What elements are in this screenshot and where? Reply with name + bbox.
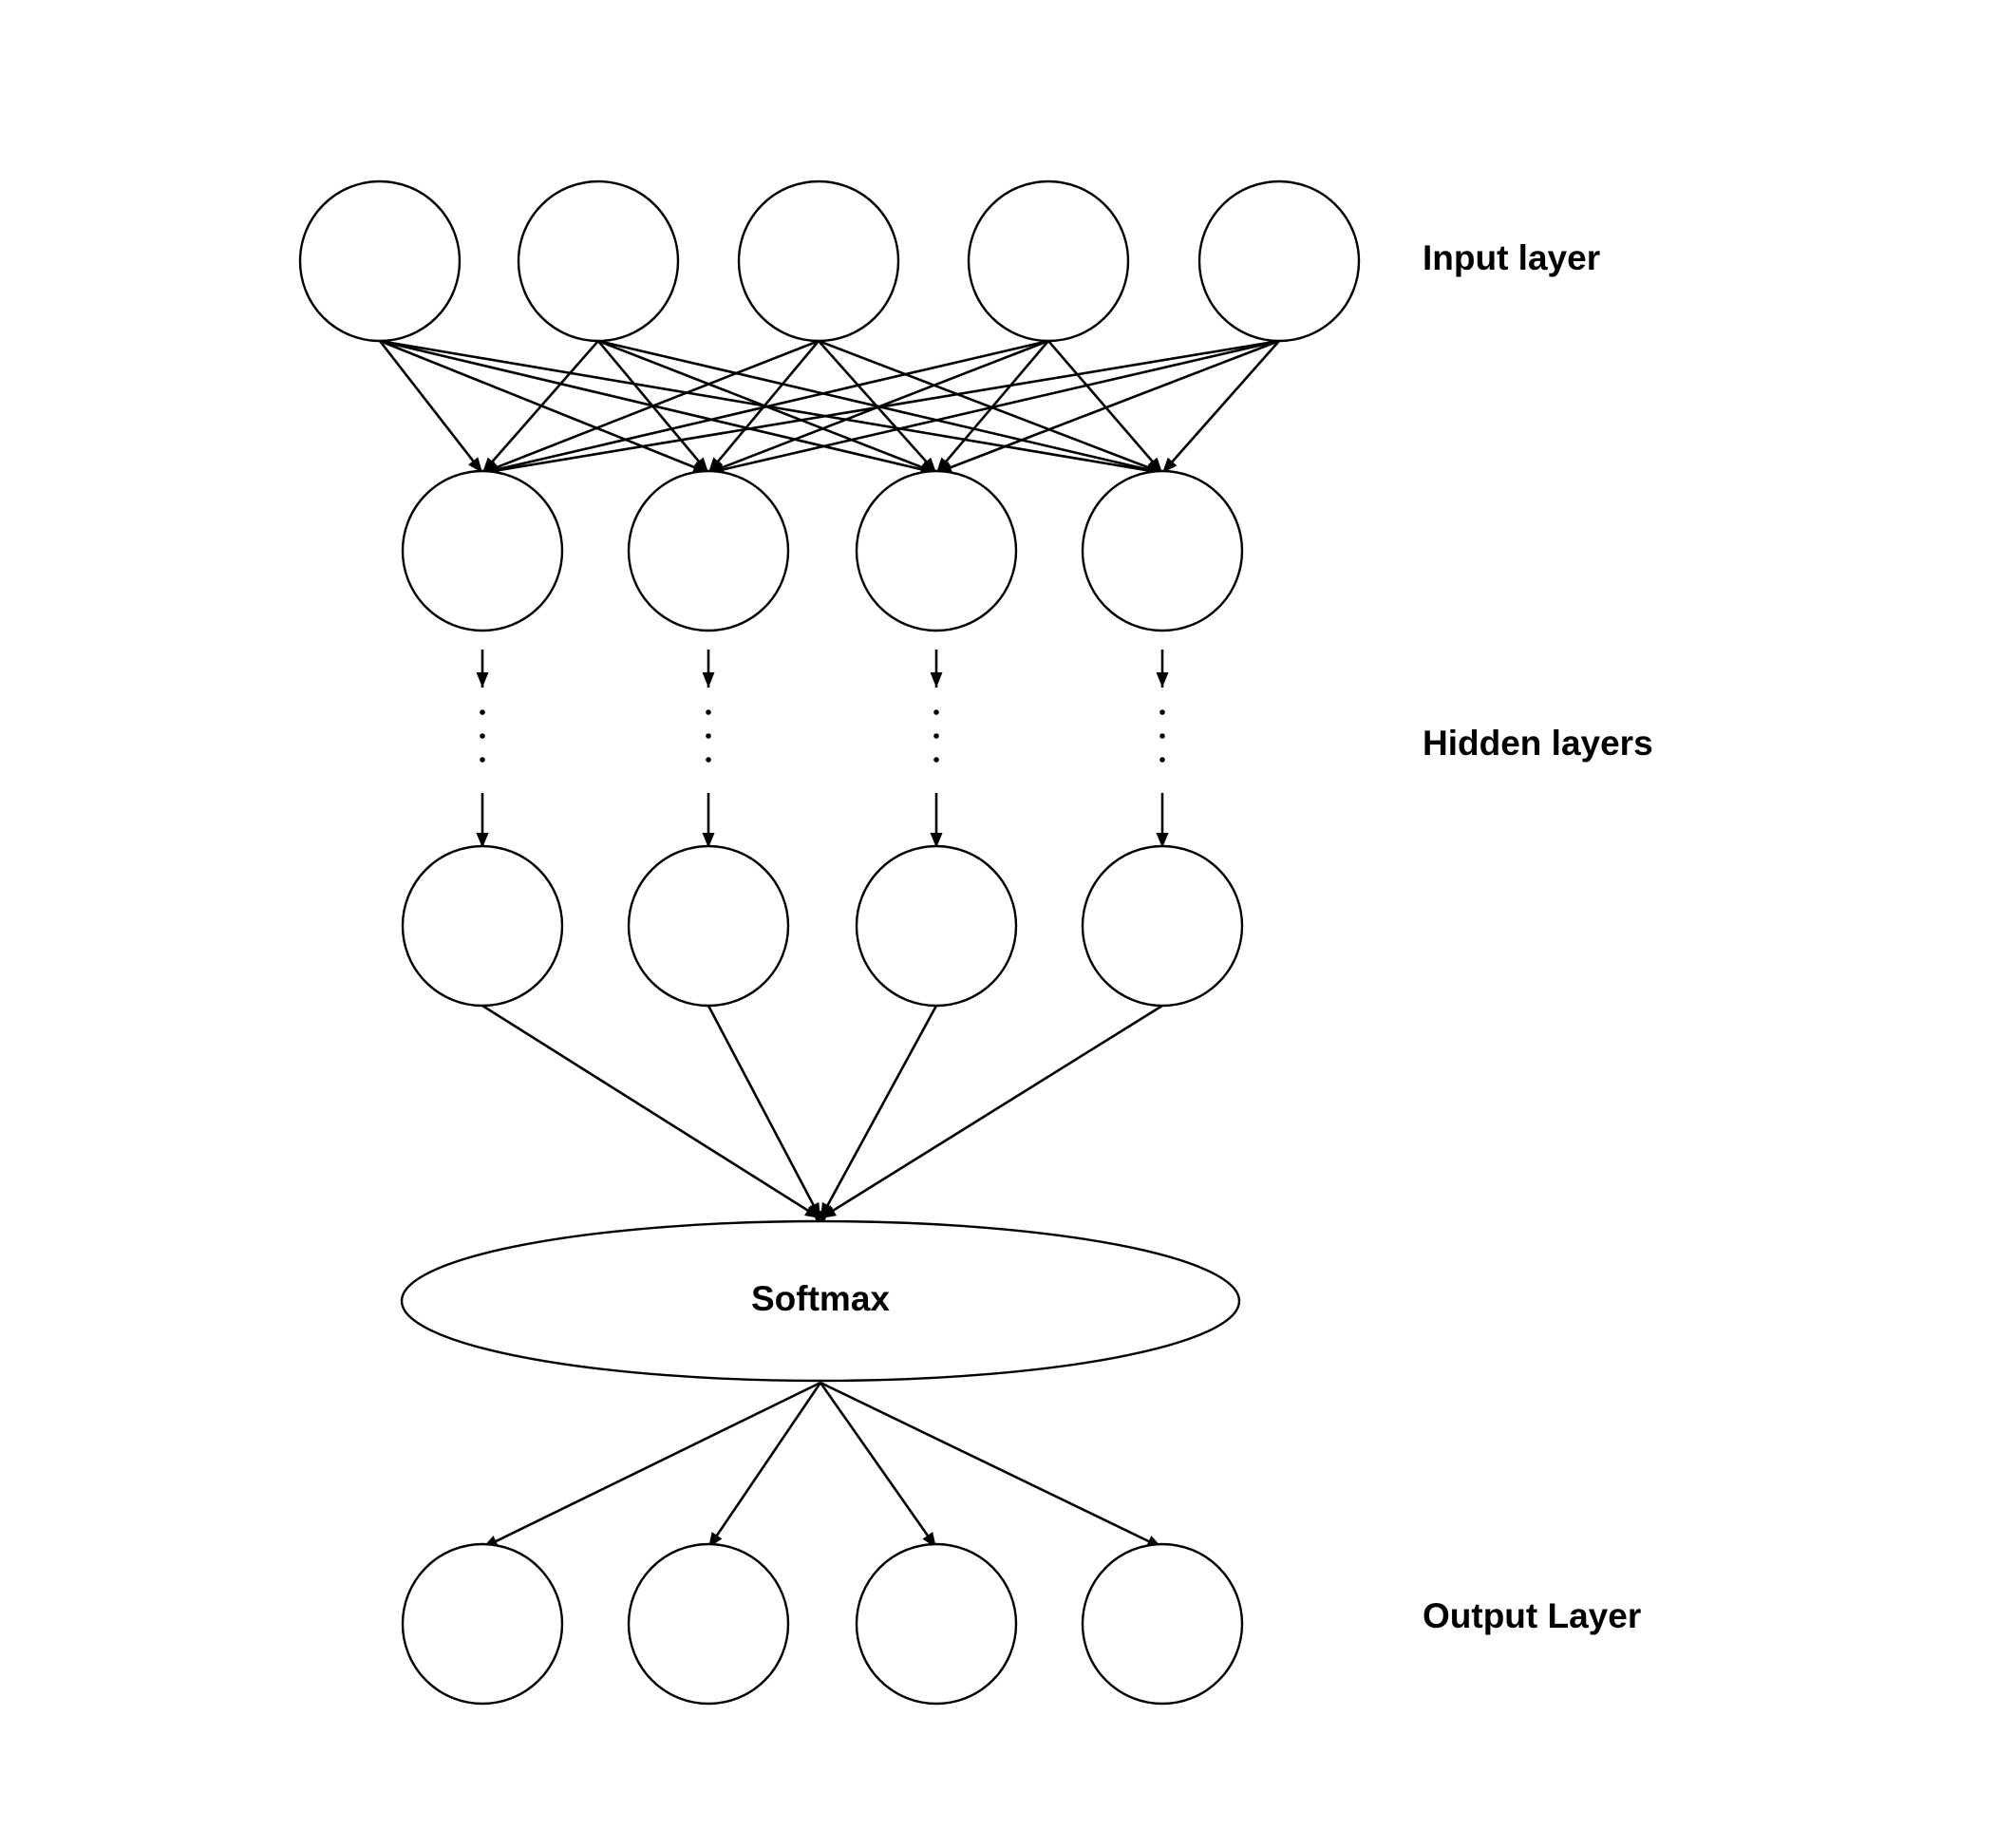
input-node-1 [298, 179, 462, 343]
ellipsis-dot-4-1 [1159, 709, 1165, 715]
edge-softmax-to-output-1 [481, 1381, 821, 1550]
output-node-3 [855, 1542, 1018, 1706]
input-layer-label: Input layer [1423, 238, 1600, 277]
edge-softmax-to-output-4 [820, 1381, 1163, 1550]
input-node-3 [737, 179, 900, 343]
edge-input-5-to-hidden-1 [481, 339, 1280, 477]
hidden-last-node-3 [855, 844, 1018, 1008]
nodes-group [298, 179, 1361, 1706]
edge-hidden-into-last-2 [702, 793, 715, 848]
ellipsis-dot-1-1 [480, 709, 485, 715]
edge-softmax-to-output-2 [707, 1382, 822, 1549]
hidden-first-node-2 [627, 469, 790, 632]
edge-input-2-to-hidden-1 [481, 340, 599, 474]
output-node-1 [401, 1542, 564, 1706]
edge-hidden-3-to-softmax [819, 1005, 938, 1219]
output-node-4 [1081, 1542, 1244, 1706]
edge-input-1-to-hidden-3 [379, 339, 937, 476]
ellipsis-dot-4-2 [1159, 733, 1165, 739]
hidden-layers-label: Hidden layers [1423, 724, 1653, 763]
edge-hidden-4-to-softmax [820, 1004, 1163, 1220]
input-node-4 [967, 179, 1130, 343]
ellipsis-dot-2-1 [706, 709, 711, 715]
hidden-last-node-2 [627, 844, 790, 1008]
softmax-label: Softmax [751, 1279, 890, 1318]
edge-hidden-1-to-softmax [481, 1004, 821, 1220]
ellipsis-dot-4-3 [1159, 757, 1165, 763]
edge-hidden-down-1 [476, 650, 489, 688]
input-node-2 [517, 179, 680, 343]
edge-hidden-into-last-3 [930, 793, 943, 848]
edges-group [378, 339, 1280, 1550]
edge-hidden-into-last-1 [476, 793, 489, 848]
hidden-last-node-4 [1081, 844, 1244, 1008]
edge-hidden-2-to-softmax [707, 1005, 822, 1219]
edge-hidden-into-last-4 [1156, 793, 1169, 848]
softmax-convergence-point [815, 1211, 826, 1222]
edge-hidden-down-2 [702, 650, 715, 688]
ellipsis-dot-1-3 [480, 757, 485, 763]
edge-input-5-to-hidden-4 [1161, 340, 1280, 474]
ellipsis-dot-3-3 [933, 757, 939, 763]
edge-hidden-down-3 [930, 650, 943, 688]
output-node-2 [627, 1542, 790, 1706]
ellipsis-dot-2-3 [706, 757, 711, 763]
input-node-5 [1197, 179, 1361, 343]
output-layer-label: Output Layer [1423, 1596, 1641, 1635]
edge-hidden-down-4 [1156, 650, 1169, 688]
ellipsis-dot-1-2 [480, 733, 485, 739]
ellipsis-dot-3-1 [933, 709, 939, 715]
hidden-first-node-3 [855, 469, 1018, 632]
ellipsis-dot-2-2 [706, 733, 711, 739]
softmax-ellipse [400, 1219, 1241, 1383]
hidden-first-node-1 [401, 469, 564, 632]
edge-input-1-to-hidden-1 [378, 340, 484, 474]
hidden-first-node-4 [1081, 469, 1244, 632]
hidden-last-node-1 [401, 844, 564, 1008]
ellipsis-dots-group [480, 709, 1165, 763]
edge-softmax-to-output-3 [819, 1382, 938, 1549]
ellipsis-dot-3-2 [933, 733, 939, 739]
